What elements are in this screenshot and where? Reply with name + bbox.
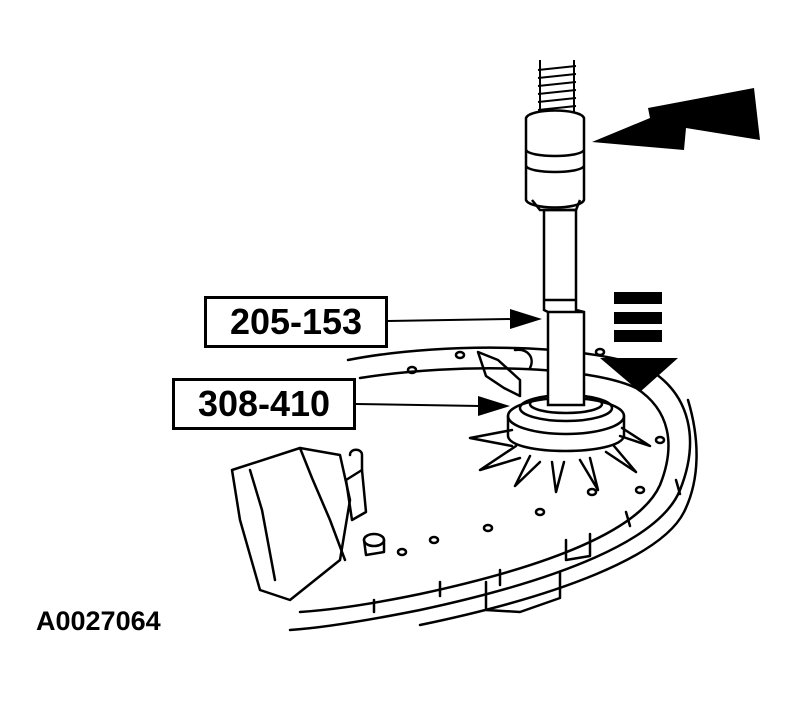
housing-flange-lower <box>418 398 698 627</box>
mount-tab-2 <box>564 532 592 562</box>
bearing-outer-side <box>506 414 626 453</box>
installer-shaft <box>542 208 586 407</box>
housing-inner-wall <box>298 446 347 562</box>
housing-rib <box>248 468 277 582</box>
callout-308-410: 308-410 <box>172 378 356 430</box>
callout-205-153: 205-153 <box>204 296 388 348</box>
threaded-rod <box>537 60 577 121</box>
figure-id: A0027064 <box>36 606 161 636</box>
stud-3 <box>362 532 386 548</box>
drive-nut <box>524 109 586 212</box>
press-direction-arrow <box>600 292 678 392</box>
housing-body <box>230 446 352 602</box>
mount-tab-3 <box>372 478 682 614</box>
housing-flange-inner <box>298 367 670 614</box>
housing-cavity <box>476 350 522 398</box>
mount-tab-1 <box>484 570 562 614</box>
leader-lines <box>355 309 542 416</box>
turn-arrow <box>592 88 760 150</box>
stud-1 <box>344 468 368 522</box>
bearing-cage-fingers <box>468 426 652 494</box>
stud-2 <box>348 448 364 472</box>
stud-3-body <box>362 538 386 557</box>
housing-cavity-2 <box>513 348 533 370</box>
